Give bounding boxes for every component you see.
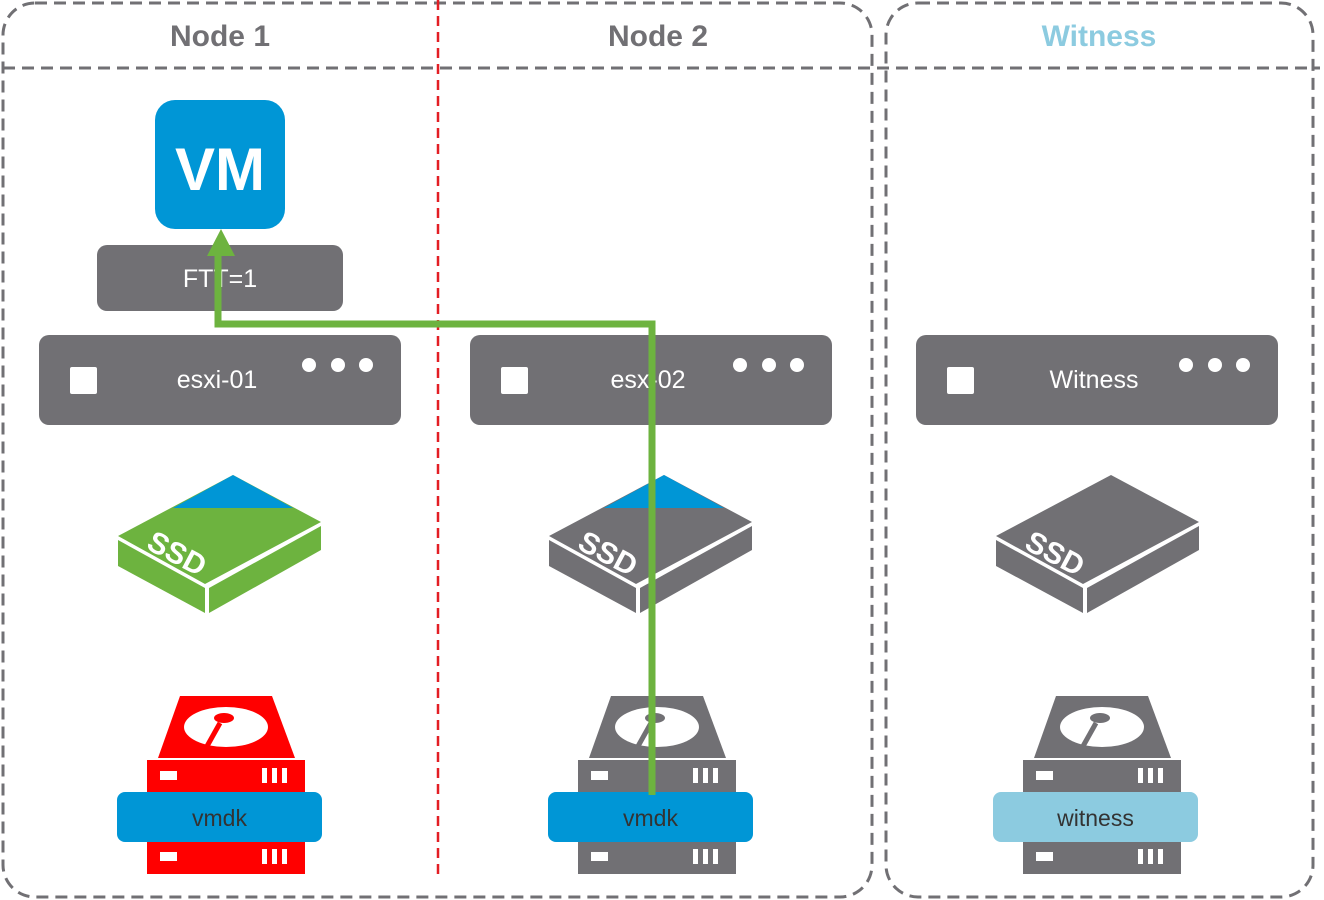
disk-object-label: witness [1056,805,1134,831]
witness-container [884,1,1315,899]
more-dots-icon[interactable] [733,358,804,372]
more-dots-icon[interactable] [1179,358,1250,372]
hdd-icon-node-1: vmdk [117,696,322,874]
host-name: esxi-01 [177,366,258,394]
host-square-icon [70,367,97,394]
arrow-head-icon [207,229,235,256]
column-header-node-2: Node 2 [608,20,708,53]
disk-object-witness[interactable]: witness [993,792,1198,842]
host-name: esx-02 [610,366,685,394]
more-dots-icon[interactable] [302,358,373,372]
column-header-witness: Witness [1042,20,1157,53]
host-name: Witness [1050,366,1139,394]
disk-object-label: vmdk [192,805,247,831]
disk-object-node-2[interactable]: vmdk [548,792,753,842]
column-header-node-1: Node 1 [170,20,270,53]
hdd-icon-node-2: vmdk [548,696,753,874]
disk-object-label: vmdk [623,805,678,831]
hdd-icon-witness: witness [993,696,1198,874]
host-square-icon [947,367,974,394]
host-node-1[interactable]: esxi-01 [39,335,401,425]
host-witness[interactable]: Witness [916,335,1278,425]
vm-label: VM [175,136,265,203]
ssd-icon: SSD [996,475,1199,613]
vm-icon[interactable]: VM [155,100,285,229]
disk-object-node-1[interactable]: vmdk [117,792,322,842]
ssd-icon: SSD [118,475,321,613]
host-square-icon [501,367,528,394]
io-path-line [214,250,656,795]
